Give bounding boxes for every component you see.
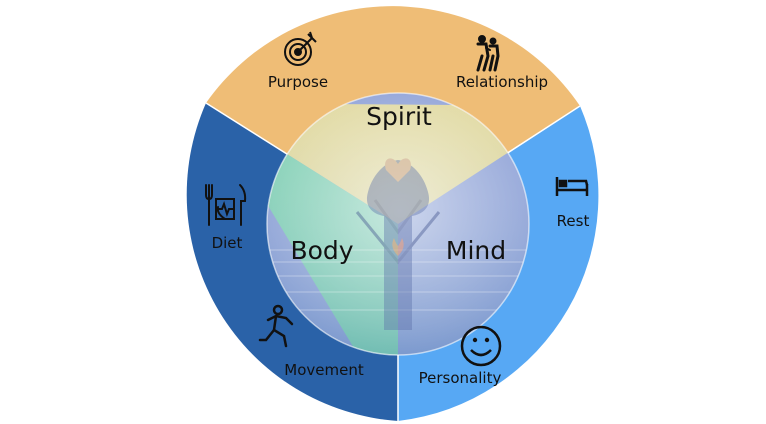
segment-label-purpose: Purpose bbox=[268, 73, 328, 91]
smiley-face-icon bbox=[460, 325, 502, 367]
core-outline bbox=[266, 92, 530, 356]
segment-label-diet: Diet bbox=[212, 234, 243, 252]
bed-icon bbox=[555, 177, 589, 196]
running-person-icon bbox=[258, 304, 294, 348]
target-icon bbox=[284, 31, 317, 66]
core-circle bbox=[267, 93, 529, 355]
meditation-over-water-photo bbox=[355, 158, 441, 330]
body-label: Body bbox=[290, 236, 353, 265]
segment-label-relationship: Relationship bbox=[456, 73, 548, 91]
couple-walking-icon bbox=[476, 35, 500, 72]
segment-label-movement: Movement bbox=[284, 361, 364, 379]
fork-knife-heart-icon bbox=[205, 184, 247, 226]
spirit-label: Spirit bbox=[366, 102, 432, 131]
segment-label-personality: Personality bbox=[419, 369, 502, 387]
segment-label-rest: Rest bbox=[557, 212, 590, 230]
mind-label: Mind bbox=[446, 236, 506, 265]
